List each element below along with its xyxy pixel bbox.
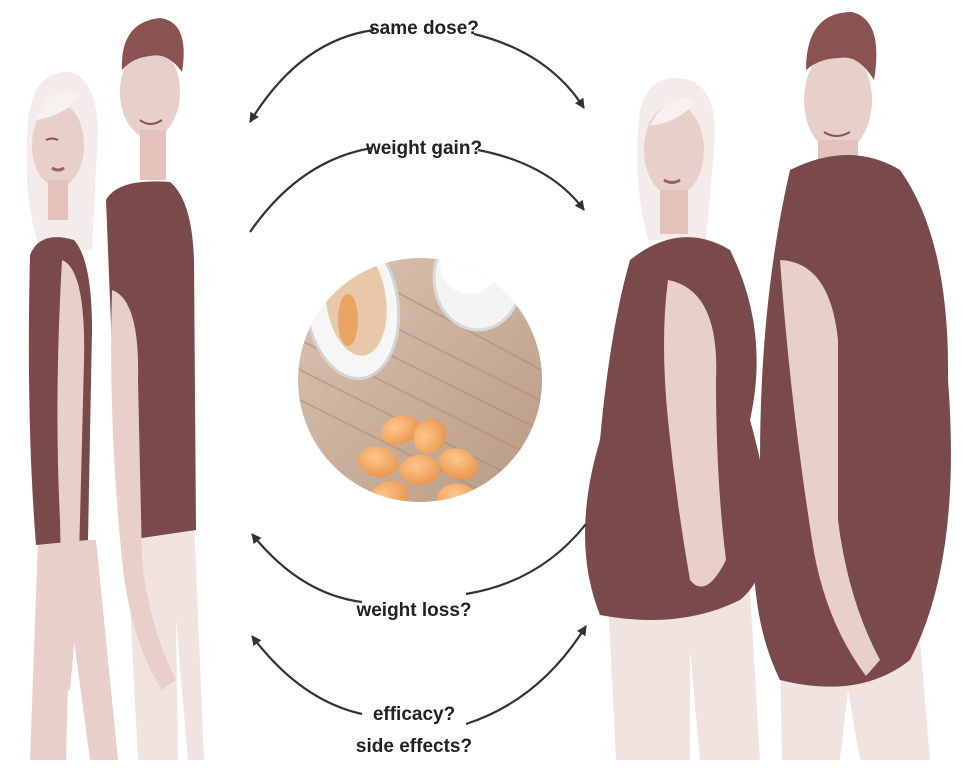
medication-photo bbox=[280, 225, 560, 546]
side-effects-label: side effects? bbox=[356, 736, 472, 757]
obese-man-figure bbox=[753, 12, 951, 760]
same-dose-label: same dose? bbox=[369, 18, 479, 39]
slim-woman-figure bbox=[27, 72, 119, 760]
pill-bottle-cap-icon bbox=[434, 226, 522, 330]
efficacy-arrow-left bbox=[252, 636, 362, 714]
weight-gain-label: weight gain? bbox=[365, 138, 482, 159]
weight-loss-arrow-left bbox=[252, 534, 362, 602]
obese-woman-figure bbox=[585, 78, 768, 760]
same-dose-arrow-right bbox=[474, 34, 584, 108]
weight-loss-label: weight loss? bbox=[355, 600, 471, 621]
efficacy-arrow-right bbox=[466, 626, 586, 724]
weight-loss-line-right bbox=[466, 524, 586, 594]
efficacy-label: efficacy? bbox=[373, 704, 455, 725]
same-dose-arrow-left bbox=[250, 30, 374, 122]
weight-gain-arrow-right bbox=[478, 150, 584, 210]
weight-gain-line-left bbox=[250, 148, 372, 232]
slim-man-figure bbox=[106, 18, 204, 760]
